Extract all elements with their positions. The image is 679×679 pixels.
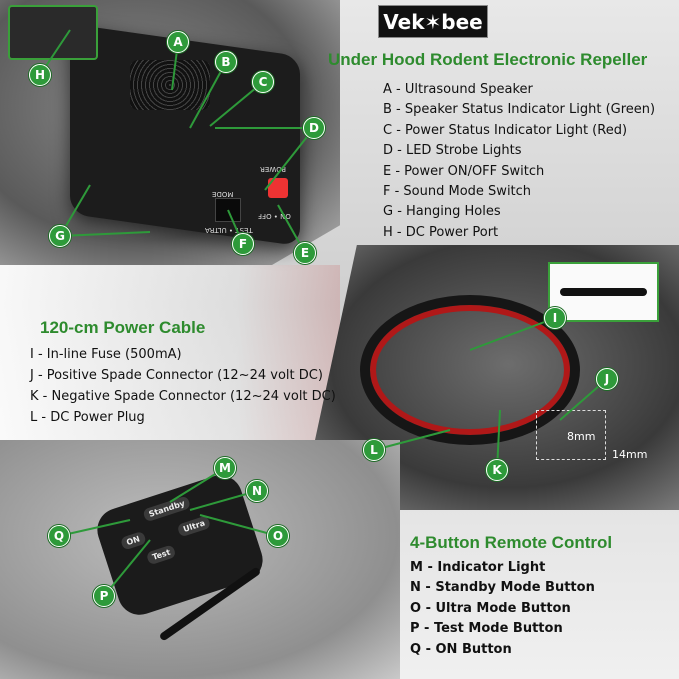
callout-m: M (214, 457, 236, 479)
remote-title: 4-Button Remote Control (410, 533, 613, 552)
list-item: C - Power Status Indicator Light (Red) (383, 122, 628, 138)
cable-background (0, 265, 340, 445)
list-item: F - Sound Mode Switch (383, 183, 532, 199)
power-cable (360, 295, 580, 445)
list-item: N - Standby Mode Button (410, 580, 595, 596)
list-item: L - DC Power Plug (30, 410, 145, 425)
callout-d: D (303, 117, 325, 139)
list-item: M - Indicator Light (410, 560, 546, 575)
callout-j: J (596, 368, 618, 390)
speaker-grille (130, 60, 210, 110)
callout-h: H (29, 64, 51, 86)
inner-width: 8mm (567, 430, 596, 443)
repeller-parts-list: A - Ultrasound Speaker B - Speaker Statu… (383, 80, 655, 243)
callout-q: Q (48, 525, 70, 547)
callout-a: A (167, 31, 189, 53)
callout-p: P (93, 585, 115, 607)
callout-c: C (252, 71, 274, 93)
callout-i: I (544, 307, 566, 329)
callout-f: F (232, 233, 254, 255)
callout-b: B (215, 51, 237, 73)
mode-switch (215, 198, 241, 222)
list-item: O - Ultra Mode Button (410, 600, 571, 616)
callout-o: O (267, 525, 289, 547)
list-item: E - Power ON/OFF Switch (383, 163, 545, 179)
brand-logo: Vek✶bee (378, 5, 488, 38)
repeller-title: Under Hood Rodent Electronic Repeller (328, 50, 648, 69)
list-item: B - Speaker Status Indicator Light (Gree… (383, 102, 656, 118)
outer-width: 14mm (612, 448, 648, 461)
fuse-inset (548, 262, 659, 322)
callout-g: G (49, 225, 71, 247)
list-item: K - Negative Spade Connector (12~24 volt… (30, 389, 336, 404)
power-switch (268, 178, 288, 198)
list-item: Q - ON Button (410, 641, 512, 657)
list-item: G - Hanging Holes (383, 204, 501, 220)
cable-title: 120-cm Power Cable (40, 318, 206, 337)
list-item: I - In-line Fuse (500mA) (30, 347, 182, 362)
callout-n: N (246, 480, 268, 502)
callout-k: K (486, 459, 508, 481)
remote-parts-list: M - Indicator Light N - Standby Mode But… (410, 558, 595, 660)
cable-parts-list: I - In-line Fuse (500mA) J - Positive Sp… (30, 345, 336, 429)
list-item: A - Ultrasound Speaker (383, 82, 533, 97)
list-item: J - Positive Spade Connector (12~24 volt… (30, 368, 323, 383)
list-item: D - LED Strobe Lights (383, 143, 522, 159)
list-item: H - DC Power Port (383, 224, 499, 240)
list-item: P - Test Mode Button (410, 621, 563, 637)
callout-e: E (294, 242, 316, 264)
dc-port-inset (8, 5, 98, 60)
callout-l: L (363, 439, 385, 461)
